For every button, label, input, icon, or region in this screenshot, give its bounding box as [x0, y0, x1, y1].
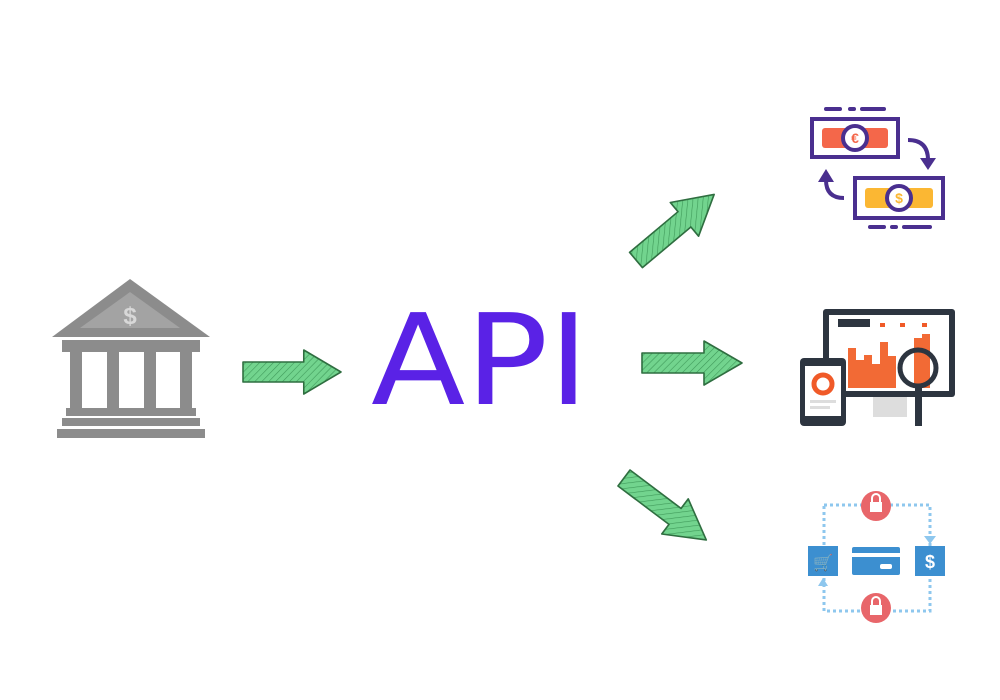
- api-label: API: [371, 287, 589, 434]
- dollar-sign: $: [123, 303, 137, 330]
- euro-sign: €: [851, 130, 859, 146]
- analytics-dashboard-icon: [800, 309, 955, 426]
- secure-payment-icon: 🛒 $: [808, 491, 945, 623]
- dollar-sign: $: [925, 552, 935, 572]
- arrow-api-to-analytics: [641, 340, 743, 386]
- bank-icon: $: [52, 279, 210, 438]
- arrow-api-to-exchange: [621, 176, 730, 278]
- currency-exchange-icon: € $: [810, 107, 945, 229]
- arrow-api-to-payment: [609, 459, 721, 559]
- cart-icon: 🛒: [813, 553, 833, 572]
- arrow-bank-to-api: [242, 349, 342, 395]
- dollar-sign: $: [895, 190, 903, 206]
